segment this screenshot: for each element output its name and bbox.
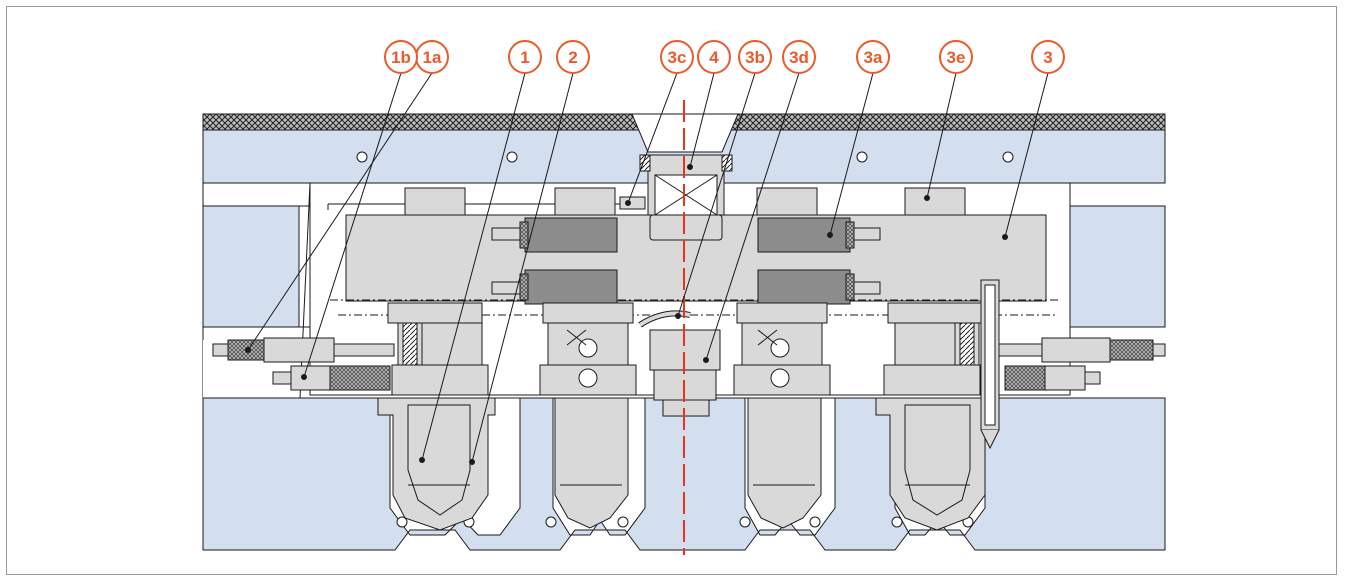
- callout-circle: [939, 40, 973, 74]
- leader-dot-3: [1002, 234, 1008, 240]
- callout-label: 1a: [423, 48, 442, 67]
- leader-line-3c: [627, 72, 678, 204]
- leader-dot-1: [419, 457, 425, 463]
- callout-4: 4: [697, 40, 731, 74]
- callout-1a: 1a: [415, 40, 449, 74]
- callout-3b: 3b: [738, 40, 772, 74]
- callout-circle: [508, 40, 542, 74]
- leader-line-1a: [247, 72, 433, 351]
- callout-1: 1: [508, 40, 542, 74]
- callout-circle: [856, 40, 890, 74]
- leader-line-1b: [303, 72, 402, 378]
- right-side-plate: [1069, 205, 1166, 328]
- callout-circle: [697, 40, 731, 74]
- heater-bands: [491, 217, 881, 305]
- leader-line-3e: [926, 72, 957, 199]
- nozzle-1: [377, 302, 496, 531]
- callout-circle: [660, 40, 694, 74]
- leader-dot-3b: [675, 313, 681, 319]
- nozzle-3: [733, 302, 831, 529]
- callout-label: 3a: [864, 48, 883, 67]
- callout-label: 3b: [745, 48, 765, 67]
- thermocouple-connector-right: [984, 337, 1166, 391]
- leader-dot-1a: [245, 347, 251, 353]
- callout-2: 2: [556, 40, 590, 74]
- leader-dot-1b: [301, 374, 307, 380]
- nozzle-4: [875, 302, 993, 531]
- callout-3: 3: [1031, 40, 1065, 74]
- callout-label: 1: [520, 48, 529, 67]
- leader-line-3d: [705, 72, 800, 361]
- leader-line-3b: [677, 72, 756, 317]
- callout-label: 3d: [789, 48, 809, 67]
- leader-dot-3a: [827, 232, 833, 238]
- callout-1b: 1b: [384, 40, 418, 74]
- callout-labels: 1a 1b 1 2 3c 4 3b 3d 3a 3e 3: [384, 40, 1065, 74]
- callout-circle: [556, 40, 590, 74]
- leader-dot-3e: [924, 195, 930, 201]
- callout-label: 3e: [947, 48, 966, 67]
- leader-dot-4: [687, 164, 693, 170]
- locating-pin: [980, 279, 1000, 450]
- callout-label: 2: [568, 48, 577, 67]
- leader-line-3: [1004, 72, 1049, 238]
- support-pads: [404, 187, 966, 216]
- callout-circle: [738, 40, 772, 74]
- leader-dot-3d: [703, 357, 709, 363]
- leader-dot-3c: [625, 200, 631, 206]
- callout-circle: [384, 40, 418, 74]
- leader-line-3a: [829, 72, 874, 236]
- leader-lines: [245, 72, 1049, 465]
- callout-circle: [1031, 40, 1065, 74]
- callout-3c: 3c: [660, 40, 694, 74]
- leader-line-4: [689, 72, 715, 168]
- leader-dot-2: [469, 459, 475, 465]
- callout-label: 3: [1043, 48, 1052, 67]
- callout-label: 4: [709, 48, 719, 67]
- nozzle-2: [539, 302, 637, 529]
- callout-3e: 3e: [939, 40, 973, 74]
- callout-label: 3c: [668, 48, 687, 67]
- callout-3a: 3a: [856, 40, 890, 74]
- callout-label: 1b: [391, 48, 411, 67]
- leader-line-2: [471, 72, 574, 463]
- leader-line-1: [421, 72, 526, 461]
- callout-circle: [782, 40, 816, 74]
- callout-3d: 3d: [782, 40, 816, 74]
